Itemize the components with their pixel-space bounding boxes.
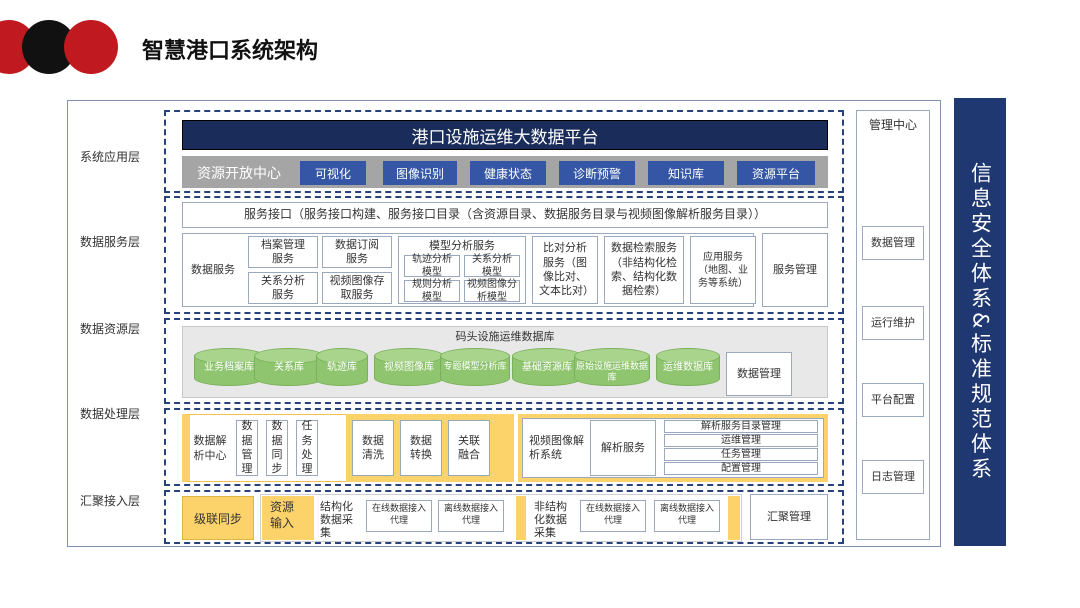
- process-item-manage: 数据管理: [236, 419, 258, 476]
- resource-open-center-label: 资源开放中心: [197, 166, 281, 182]
- cylinder-video: 视频图像库: [374, 348, 444, 392]
- tab-visualization[interactable]: 可视化: [300, 161, 366, 185]
- management-center-title: 管理中心: [868, 117, 917, 132]
- layer-label-processing: 数据处理层: [80, 407, 141, 421]
- mgmt-config: 配置管理: [664, 462, 818, 475]
- offline-agent-2: 离线数据接入代理: [654, 500, 720, 532]
- online-agent-1: 在线数据接入代理: [366, 500, 432, 532]
- mgmt-platform-config: 平台配置: [862, 383, 924, 417]
- model-service-title: 模型分析服务: [429, 238, 495, 252]
- cylinder-label: 视频图像库: [384, 362, 434, 373]
- layer-label-ingest: 汇聚接入层: [80, 494, 141, 508]
- cylinder-archive: 业务档案库: [194, 348, 264, 392]
- structured-label: 结构化数据采集: [320, 500, 353, 540]
- app-layer-frame: [164, 110, 844, 193]
- cylinder-raw: 原始设施运维数据库: [574, 348, 650, 392]
- relation-fuse-box: 关联融合: [448, 420, 490, 476]
- cylinder-label: 轨迹库: [327, 362, 357, 373]
- ingest-panel-yellow-2: [516, 496, 526, 540]
- service-layer-frame: [164, 196, 844, 314]
- tab-diagnosis-warning[interactable]: 诊断预警: [559, 161, 635, 185]
- cylinder-relation: 关系库: [254, 348, 324, 392]
- video-system-label: 视频图像解析系统: [529, 433, 584, 461]
- security-standards-bar: 信息安全体系&标准规范体系: [954, 98, 1006, 546]
- cylinder-label: 原始设施运维数据库: [575, 362, 648, 383]
- tab-health-status[interactable]: 健康状态: [470, 161, 546, 185]
- resource-manage-box: 数据管理: [726, 352, 792, 396]
- archive-service-box: 档案管理服务: [248, 236, 318, 268]
- tab-knowledge-base[interactable]: 知识库: [648, 161, 724, 185]
- process-item-sync: 数据同步: [266, 419, 288, 476]
- mgmt-catalog: 解析服务目录管理: [664, 420, 818, 433]
- data-service-label: 数据服务: [191, 262, 235, 276]
- process-item-task: 任务处理: [296, 419, 318, 476]
- management-center-panel: [856, 110, 930, 540]
- unstructured-label: 非结构化数据采集: [534, 500, 567, 540]
- model-video: 视频图像分析模型: [464, 279, 520, 303]
- cascade-sync-box: 级联同步: [182, 496, 254, 540]
- cylinder-model: 专题模型分析库: [440, 348, 510, 392]
- parse-service-box: 解析服务: [590, 420, 656, 476]
- mgmt-data-management: 数据管理: [862, 226, 924, 260]
- cylinder-label: 关系库: [274, 362, 304, 373]
- platform-title-bar: 港口设施运维大数据平台: [182, 120, 828, 150]
- data-clean-box: 数据清洗: [352, 420, 394, 476]
- cylinder-label: 专题模型分析库: [443, 362, 507, 372]
- ingest-layer-frame: [164, 490, 844, 544]
- mgmt-ops: 运维管理: [664, 434, 818, 447]
- cylinder-ops: 运维数据库: [656, 348, 720, 392]
- mgmt-operation-maintenance: 运行维护: [862, 306, 924, 340]
- tab-resource-platform[interactable]: 资源平台: [737, 161, 815, 185]
- ingest-panel-yellow-1: [262, 496, 314, 540]
- cylinder-label: 基础资源库: [522, 362, 572, 373]
- subscribe-service-box: 数据订阅服务: [322, 236, 392, 268]
- layer-label-resource: 数据资源层: [80, 322, 141, 336]
- model-rule: 规则分析模型: [404, 279, 460, 303]
- ingest-panel: [260, 494, 742, 542]
- mgmt-task: 任务管理: [664, 448, 818, 461]
- layer-label-service: 数据服务层: [80, 235, 141, 249]
- data-convert-box: 数据转换: [400, 420, 442, 476]
- app-service-box: 应用服务（地图、业务等系统）: [690, 236, 756, 304]
- service-manage-box: 服务管理: [762, 233, 828, 307]
- parse-center-label: 数据解析中心: [193, 433, 227, 462]
- cylinder-label: 运维数据库: [663, 362, 713, 373]
- relation-service-box: 关系分析服务: [248, 272, 318, 304]
- resource-input-label: 资源输入: [270, 500, 295, 530]
- cylinder-trajectory: 轨迹库: [316, 348, 368, 392]
- layer-label-app: 系统应用层: [80, 150, 141, 164]
- processing-layer-frame: [164, 408, 844, 486]
- cylinder-label: 业务档案库: [204, 362, 254, 373]
- model-trajectory: 轨迹分析模型: [404, 254, 460, 278]
- tab-image-recognition[interactable]: 图像识别: [383, 161, 457, 185]
- ingest-manage-box: 汇聚管理: [750, 494, 828, 540]
- online-agent-2: 在线数据接入代理: [580, 500, 646, 532]
- architecture-frame: [67, 100, 941, 547]
- ingest-panel-yellow-3: [728, 496, 740, 540]
- cylinder-base: 基础资源库: [512, 348, 582, 392]
- search-service-box: 数据检索服务（非结构化检索、结构化数据检索）: [604, 236, 684, 304]
- resource-layer-frame: [164, 318, 844, 404]
- database-title: 码头设施运维数据库: [455, 330, 555, 343]
- security-standards-label: 信息安全体系&标准规范体系: [968, 161, 993, 483]
- page-title: 智慧港口系统架构: [142, 39, 319, 64]
- compare-service-box: 比对分析服务（图像比对、文本比对）: [532, 236, 598, 304]
- model-relation: 关系分析模型: [464, 254, 520, 278]
- mgmt-log-management: 日志管理: [862, 460, 924, 494]
- video-store-service-box: 视频图像存取服务: [322, 272, 392, 304]
- logo-circle-red-2: [64, 20, 118, 74]
- service-interface-box: 服务接口（服务接口构建、服务接口目录（含资源目录、数据服务目录与视频图像解析服务…: [182, 202, 828, 228]
- offline-agent-1: 离线数据接入代理: [438, 500, 504, 532]
